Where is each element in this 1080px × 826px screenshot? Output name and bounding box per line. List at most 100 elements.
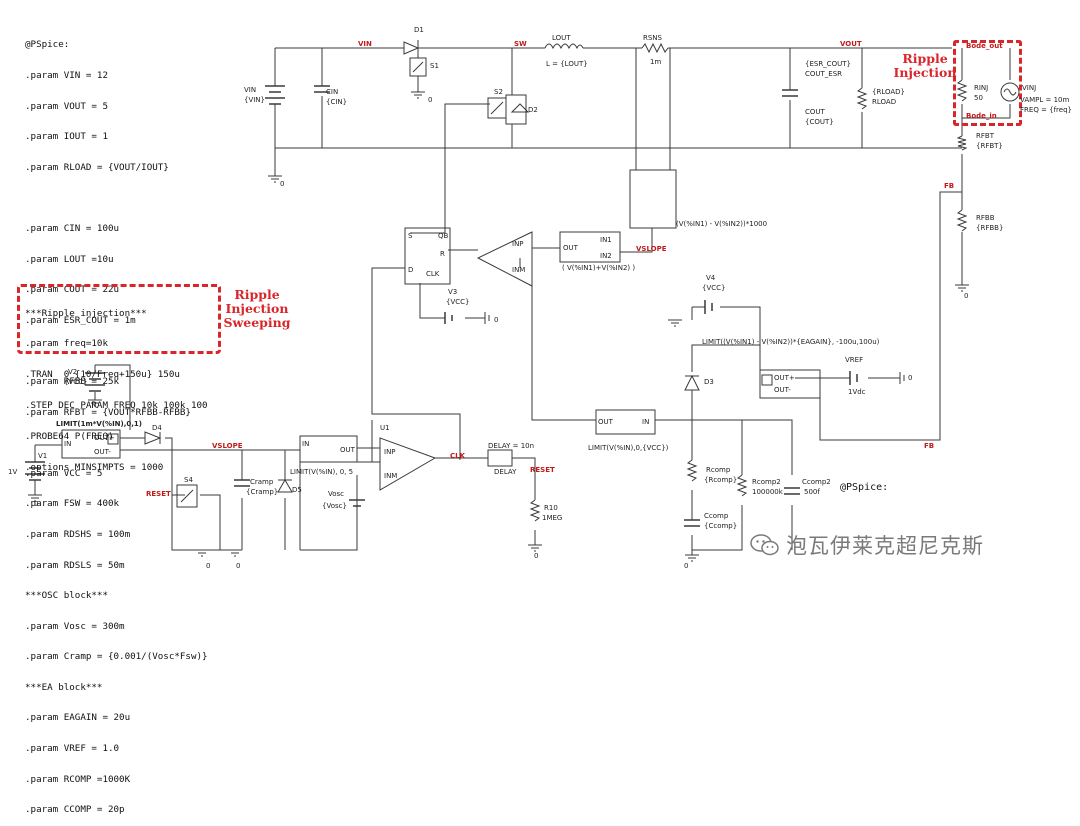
rsns-value: 1m — [650, 58, 662, 66]
watermark-text: 泡瓦伊莱克超尼克斯 — [786, 534, 984, 558]
param-line: .param EAGAIN = 20u — [25, 712, 131, 724]
rfbb-label: RFBB — [976, 214, 995, 222]
rcomp-label: Rcomp — [706, 466, 731, 474]
sum-in1: IN1 — [600, 236, 612, 244]
ripple-param-line: ***Ripple injection*** — [25, 307, 147, 319]
annotation-line: Ripple — [902, 51, 948, 66]
limit-vcc-in: IN — [642, 418, 650, 426]
d1-label: D1 — [414, 26, 424, 34]
pwm-comparator — [476, 231, 533, 287]
ff-qb-pin: QB — [438, 232, 449, 240]
annotation-line: Sweeping — [223, 315, 291, 330]
lout-inductor — [544, 43, 584, 50]
s1-label: S1 — [430, 62, 439, 70]
limit-vcc-out: OUT — [598, 418, 613, 426]
u1-inm: INM — [384, 472, 398, 480]
limit-ea-block — [759, 369, 821, 399]
grounds — [28, 91, 969, 562]
param-line: .param RDSLS = 50m — [25, 559, 125, 571]
v2-source — [85, 372, 105, 392]
clk-net-label: CLK — [450, 452, 466, 460]
lout-value: L = {LOUT} — [546, 60, 588, 68]
vin-source — [265, 85, 285, 105]
vampl-label: VAMPL = 10m — [1020, 96, 1070, 104]
pspice-label-2: @PSpice: — [840, 482, 889, 493]
sw-net-label: SW — [514, 40, 527, 48]
r10-resistor — [529, 499, 541, 522]
gnd-label: 0 — [206, 562, 211, 570]
rinj-label: RINJ — [974, 84, 989, 92]
limit-v05-block — [299, 435, 358, 463]
d3-label: D3 — [704, 378, 714, 386]
v1-source — [25, 461, 45, 481]
cout-capacitor — [782, 89, 798, 97]
v4-value: {VCC} — [702, 284, 726, 292]
d5-diode — [277, 479, 293, 493]
ripple-param-line: .STEP DEC PARAM FREQ 10k 100k 100 — [25, 400, 208, 412]
d4-diode — [144, 431, 162, 445]
sum-out: OUT — [563, 244, 578, 252]
d4-label: D4 — [152, 424, 162, 432]
param-line: .param Vosc = 300m — [25, 620, 125, 632]
cout-value: {COUT} — [805, 118, 834, 126]
r10-label: R10 — [544, 504, 558, 512]
d3-diode — [684, 374, 700, 391]
param-line: ***EA block*** — [25, 681, 103, 693]
s4-label: S4 — [184, 476, 193, 484]
limit-ea-expression: LIMIT((V(%IN1) - V(%IN2))*{EAGAIN}, -100… — [702, 338, 880, 346]
cramp-label: Cramp — [250, 478, 274, 486]
param-line: .param CCOMP = 20p — [25, 804, 125, 816]
param-line: @PSpice: — [25, 39, 70, 51]
rfbb-value: {RFBB} — [976, 224, 1004, 232]
ccomp-capacitor — [684, 519, 700, 527]
comp-inm: INM — [512, 266, 526, 274]
esr-value: {ESR_COUT} — [805, 60, 851, 68]
vref-source — [849, 371, 858, 385]
sum-in2: IN2 — [600, 252, 612, 260]
cout-label: COUT — [805, 108, 825, 116]
ccomp-value: {Ccomp} — [704, 522, 738, 530]
param-line: .param FSW = 400k — [25, 498, 120, 510]
limit-v05-expression: LIMIT(V(%IN), 0, 5 — [290, 468, 354, 476]
limit-1m-block — [61, 429, 121, 459]
gnd-label: 0 — [494, 316, 499, 324]
schematic-canvas: @PSpice: .param VIN = 12 .param VOUT = 5… — [8, 26, 1072, 815]
limit-ea-out-plus: OUT+ — [774, 374, 795, 382]
fb-net-label-2: FB — [924, 442, 935, 450]
rsns-resistor — [641, 42, 669, 54]
u1-label: U1 — [380, 424, 390, 432]
comp-inp: INP — [512, 240, 524, 248]
v2-label: V2 — [68, 368, 78, 376]
ff-s-pin: S — [408, 232, 413, 240]
gnd-label: 0 — [428, 96, 433, 104]
reset-net-label: RESET — [146, 490, 171, 498]
circuit-diagram — [25, 40, 1020, 562]
limit-1m-expression: LIMIT(1m*V(%IN),0,1) — [56, 420, 142, 428]
ripple-param-list: ***Ripple injection*** .param freq=10k .… — [25, 288, 208, 484]
wires — [34, 47, 1011, 555]
watermark: 泡瓦伊莱克超尼克斯 — [750, 530, 984, 560]
v2-value: {VCC} — [64, 378, 88, 386]
rcomp2-resistor — [736, 474, 748, 497]
vosc-value: {Vosc} — [322, 502, 347, 510]
bode-in-label: Bode_in — [966, 112, 997, 120]
esr-label: COUT_ESR — [805, 70, 843, 78]
rfbb-resistor — [956, 209, 968, 232]
param-line: .param VCC = 5 — [25, 467, 103, 479]
v4-source — [704, 300, 713, 314]
vin-src-label: VIN — [244, 86, 257, 94]
vosc-label: Vosc — [328, 490, 345, 498]
param-line: .param RCOMP =1000K — [25, 773, 131, 785]
rcomp-resistor — [686, 459, 698, 482]
ff-d-pin: D — [408, 266, 414, 274]
sense-diff-block — [629, 169, 677, 229]
lout-label: LOUT — [552, 34, 571, 42]
fb-net-label: FB — [944, 182, 955, 190]
rfbt-label: RFBT — [976, 132, 994, 140]
gnd-label: 0 — [280, 180, 285, 188]
rsns-label: RSNS — [643, 34, 662, 42]
rcomp-value: {Rcomp} — [704, 476, 738, 484]
v4-label: V4 — [706, 274, 716, 282]
flip-flop — [404, 227, 451, 285]
param-line: .param CIN = 100u — [25, 222, 120, 234]
